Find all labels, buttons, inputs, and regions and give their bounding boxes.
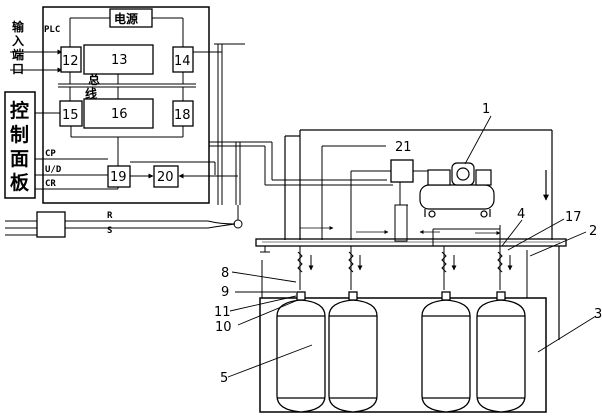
cylinder-2: [328, 291, 378, 413]
svg-text:21: 21: [395, 140, 412, 155]
control-panel-char-4: 板: [10, 171, 30, 194]
input-port-char-3: 端: [12, 47, 24, 62]
svg-text:14: 14: [174, 54, 191, 69]
block-13: 13: [83, 44, 154, 75]
svg-text:16: 16: [111, 107, 128, 122]
power-label: 电源: [114, 11, 138, 26]
line-r: R: [107, 211, 113, 221]
callout-11: 11: [214, 305, 231, 320]
svg-text:18: 18: [174, 108, 191, 123]
signal-cables: [209, 141, 393, 205]
input-port-char-4: 口: [12, 62, 24, 76]
plc-label: PLC: [44, 25, 60, 35]
callout-17: 17: [565, 210, 582, 225]
block-19-20-wiring: [130, 161, 238, 179]
signal-cp: CP: [45, 149, 56, 159]
block-16: 16: [83, 98, 154, 129]
pipe-frame: [284, 129, 553, 240]
control-panel-char-2: 制: [10, 123, 29, 146]
bus-label-2: 线: [85, 86, 97, 101]
bus-label-1: 总: [88, 72, 100, 87]
controller-internal-wiring: [70, 43, 245, 205]
callout-9: 9: [221, 285, 229, 300]
block-18: 18: [172, 100, 194, 127]
block-19: 19: [107, 165, 131, 188]
line-s: S: [107, 226, 112, 236]
input-port-char-1: 输: [12, 19, 25, 34]
control-panel: 控 制 面 板: [4, 91, 36, 199]
callout-2: 2: [589, 224, 597, 239]
controller-box: [42, 6, 210, 204]
leader-lines: [227, 115, 597, 378]
svg-text:13: 13: [111, 53, 128, 68]
control-panel-char-3: 面: [10, 148, 29, 170]
input-port-leads: [10, 49, 63, 73]
input-port-char-2: 入: [12, 34, 24, 48]
header-pipe: [255, 226, 567, 340]
bus: [58, 72, 196, 101]
callout-3: 3: [594, 307, 602, 322]
block-14: 14: [172, 46, 194, 73]
control-panel-char-1: 控: [10, 99, 29, 122]
callout-10: 10: [215, 320, 232, 335]
input-port-label: 输 入 端 口: [12, 19, 25, 76]
signal-ud: U/D: [45, 165, 62, 175]
power-wiring: [69, 17, 184, 47]
callout-5: 5: [220, 371, 228, 386]
svg-text:12: 12: [62, 54, 79, 69]
svg-text:15: 15: [62, 108, 79, 123]
callout-8: 8: [221, 266, 229, 281]
svg-text:20: 20: [157, 170, 174, 185]
cylinder-4: [476, 291, 526, 413]
callout-4: 4: [517, 207, 525, 222]
block-15: 15: [59, 100, 83, 127]
cylinder-feed-pipes: [297, 225, 513, 290]
signal-cr: CR: [45, 179, 56, 189]
block-21: 21: [390, 140, 414, 183]
block-21-wiring: [321, 145, 428, 242]
compressor: [419, 162, 495, 218]
power-line: [5, 205, 243, 238]
cylinder-1: [276, 291, 326, 413]
svg-text:19: 19: [110, 170, 127, 185]
block-12: 12: [60, 46, 82, 73]
control-panel-wiring: [35, 112, 119, 190]
power-box: 电源: [109, 8, 153, 28]
callout-1: 1: [482, 102, 490, 117]
block-20: 20: [153, 165, 179, 188]
cylinder-3: [421, 291, 471, 413]
